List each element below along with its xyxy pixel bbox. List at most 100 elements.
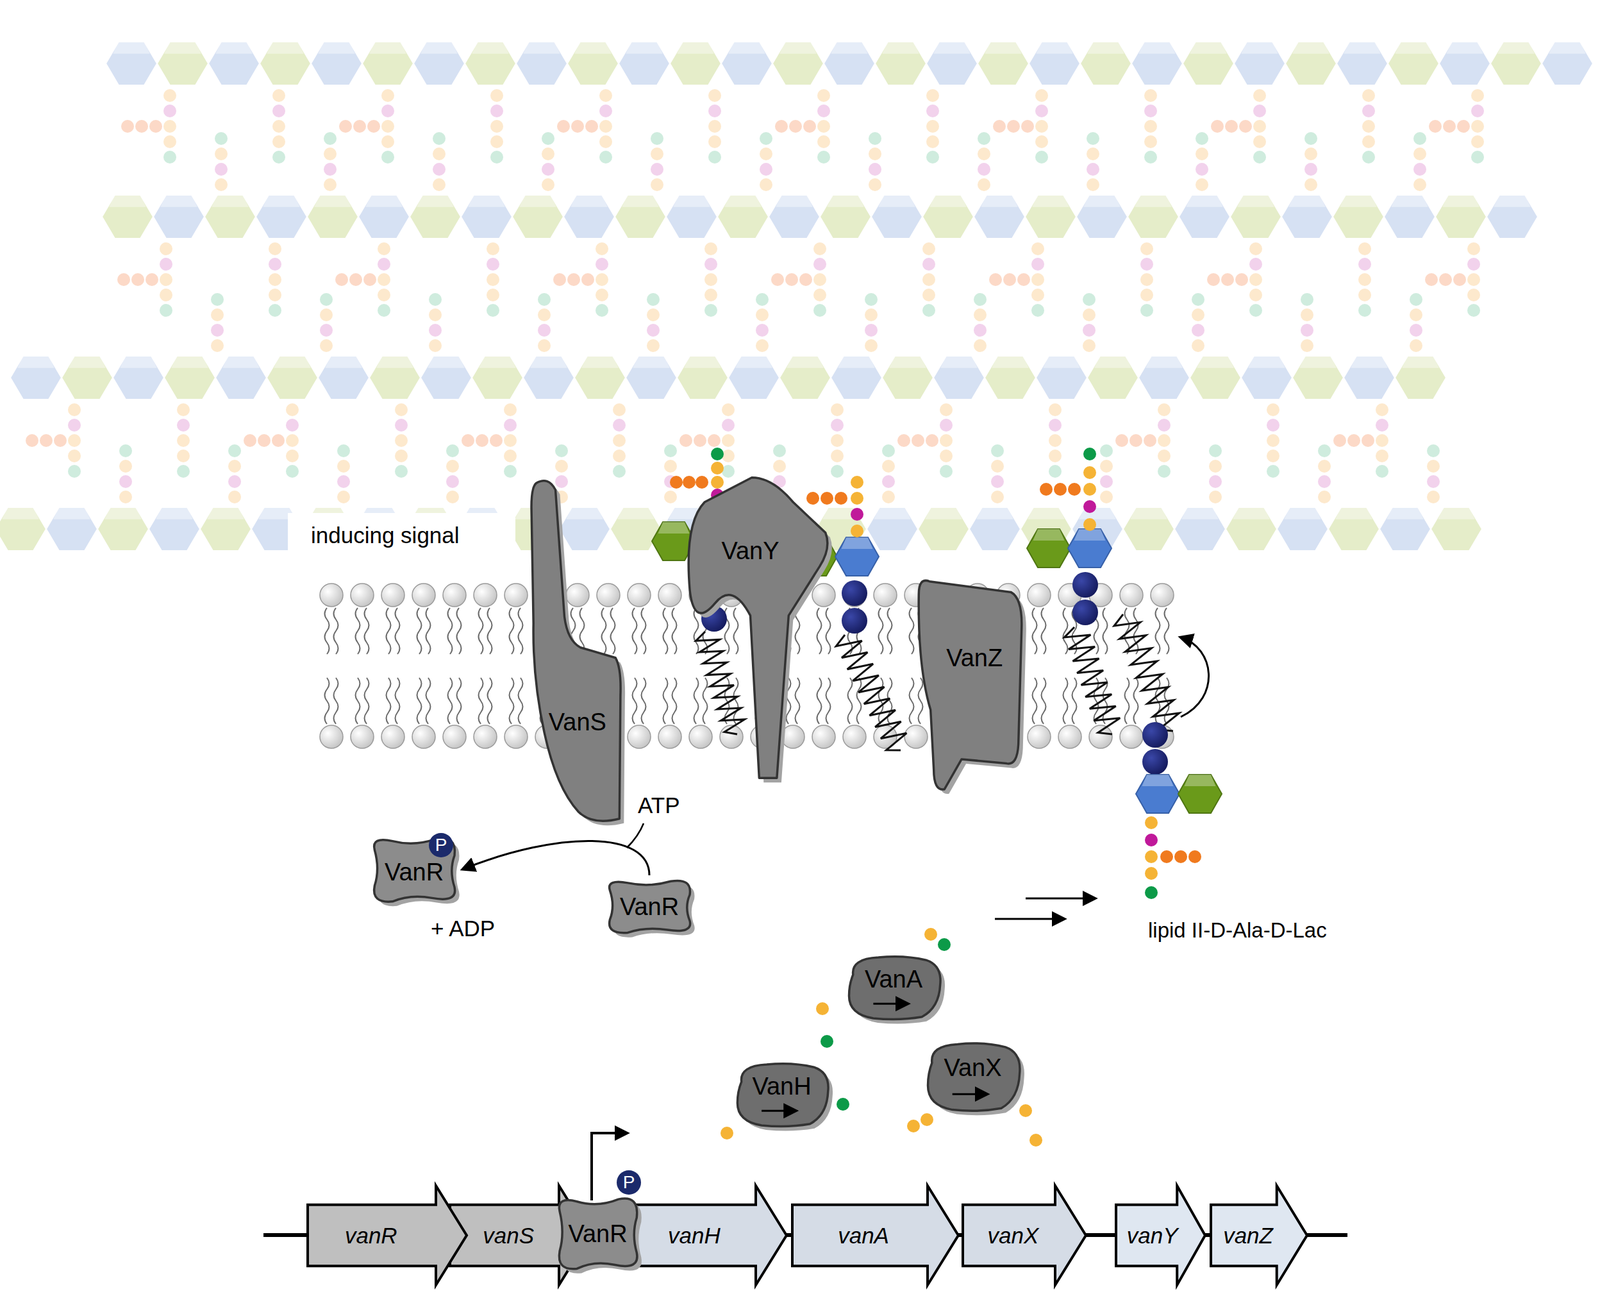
lipid-tail xyxy=(641,607,647,654)
lipid-tail xyxy=(1063,677,1068,724)
peptide-bead xyxy=(721,433,735,447)
lipid-tail xyxy=(663,677,668,724)
sugar-highlight xyxy=(1,507,40,520)
peptide-bead xyxy=(721,449,735,463)
peptide-bead xyxy=(599,135,613,149)
membrane-protein: VanS xyxy=(522,479,623,822)
peptide-bead xyxy=(1358,273,1372,286)
peptide-bead xyxy=(1358,257,1372,271)
metabolite-label: ATP xyxy=(637,792,680,818)
peptide-bead xyxy=(319,339,333,352)
sugar-highlight xyxy=(925,507,963,520)
peptide-bead xyxy=(555,475,568,488)
lipid-head xyxy=(566,583,590,607)
glycan-sugar xyxy=(512,194,564,239)
peptide-bead xyxy=(541,132,555,145)
peptide-bead xyxy=(486,242,500,256)
bead xyxy=(841,607,868,634)
peptide-bead xyxy=(537,292,551,306)
sugar xyxy=(1178,774,1222,813)
lipid-head xyxy=(504,725,528,749)
peptide-bead xyxy=(503,403,517,417)
peptide-bead xyxy=(759,147,773,161)
lipid-tail xyxy=(487,677,493,724)
peptide-bead xyxy=(432,162,446,176)
lipid-tail xyxy=(887,607,893,654)
peptide-bead xyxy=(381,104,395,118)
bead xyxy=(1083,447,1097,461)
peptide-bead xyxy=(973,339,987,352)
glycan-sugar xyxy=(460,194,513,239)
bead xyxy=(850,475,864,489)
sugar-highlight xyxy=(873,507,911,520)
lipid-tail xyxy=(817,677,822,724)
peptide-bead xyxy=(813,303,827,317)
peptide-bead xyxy=(1253,150,1267,164)
peptide-bead xyxy=(939,449,953,463)
peptide-bead xyxy=(939,403,953,417)
glycan-sugar xyxy=(574,355,626,400)
peptide-bead xyxy=(1249,242,1263,256)
bead xyxy=(1083,466,1097,479)
lipid-head xyxy=(873,583,897,607)
peptide-bead xyxy=(1426,459,1440,473)
glycan-sugar xyxy=(1225,507,1277,551)
sugar-highlight xyxy=(658,521,690,534)
sugar-highlight xyxy=(427,355,465,368)
glycan-sugar xyxy=(973,194,1025,239)
glycan-sugar xyxy=(112,355,165,400)
glycan-sugar xyxy=(830,355,883,400)
peptide-bead xyxy=(799,273,813,286)
bead xyxy=(1072,599,1099,625)
lipid-tail xyxy=(395,607,400,654)
glycan-sugar xyxy=(10,355,62,400)
peptide-bead xyxy=(1300,308,1314,322)
bead xyxy=(850,507,864,521)
peptide-bead xyxy=(163,119,177,133)
sugar-highlight xyxy=(775,194,813,208)
bead xyxy=(710,447,724,461)
bead xyxy=(1174,850,1188,863)
peptide-bead xyxy=(446,490,459,504)
peptide-bead xyxy=(973,308,987,322)
sugar-highlight xyxy=(1032,194,1070,208)
glycan-sugar xyxy=(984,355,1036,400)
glycan-sugar xyxy=(1285,41,1337,86)
bead xyxy=(1039,482,1053,496)
peptide-bead xyxy=(926,89,940,102)
lipid-head xyxy=(412,583,436,607)
peptide-bead xyxy=(323,147,337,161)
peptide-bead xyxy=(1266,418,1280,432)
peptide-bead xyxy=(612,464,626,478)
peptide-bead xyxy=(145,273,159,286)
bead xyxy=(1083,517,1097,531)
protein-name: VanR xyxy=(567,1219,627,1249)
lipid-tail xyxy=(632,677,638,724)
sugar-highlight xyxy=(478,355,517,368)
gene-arrow: vanR xyxy=(306,1183,468,1286)
glycan-sugar xyxy=(779,355,831,400)
sugar-highlight xyxy=(1184,774,1217,786)
product-label: lipid II-D-Ala-D-Lac xyxy=(1148,917,1327,943)
peptide-bead xyxy=(1210,119,1224,133)
peptide-bead xyxy=(1082,339,1096,352)
peptide-bead xyxy=(991,459,1004,473)
sugar xyxy=(1067,528,1112,568)
peptide-bead xyxy=(228,475,242,488)
phosphate-badge: P xyxy=(428,832,454,858)
peptide-bead xyxy=(1471,135,1484,149)
peptide-bead xyxy=(755,323,769,337)
peptide-bead xyxy=(394,449,408,463)
sugar-highlight xyxy=(673,194,711,208)
peptide-bead xyxy=(1082,308,1096,322)
gene-arrow-shape xyxy=(1210,1185,1308,1285)
glycan-sugar xyxy=(721,41,773,86)
sugar-highlight xyxy=(1145,355,1183,368)
peptide-bead xyxy=(394,464,408,478)
peptide-bead xyxy=(1140,273,1154,286)
peptide-bead xyxy=(708,104,722,118)
glycan-sugar xyxy=(1281,194,1333,239)
peptide-bead xyxy=(159,288,173,302)
peptide-bead xyxy=(1225,119,1238,133)
peptide-bead xyxy=(1208,475,1222,488)
